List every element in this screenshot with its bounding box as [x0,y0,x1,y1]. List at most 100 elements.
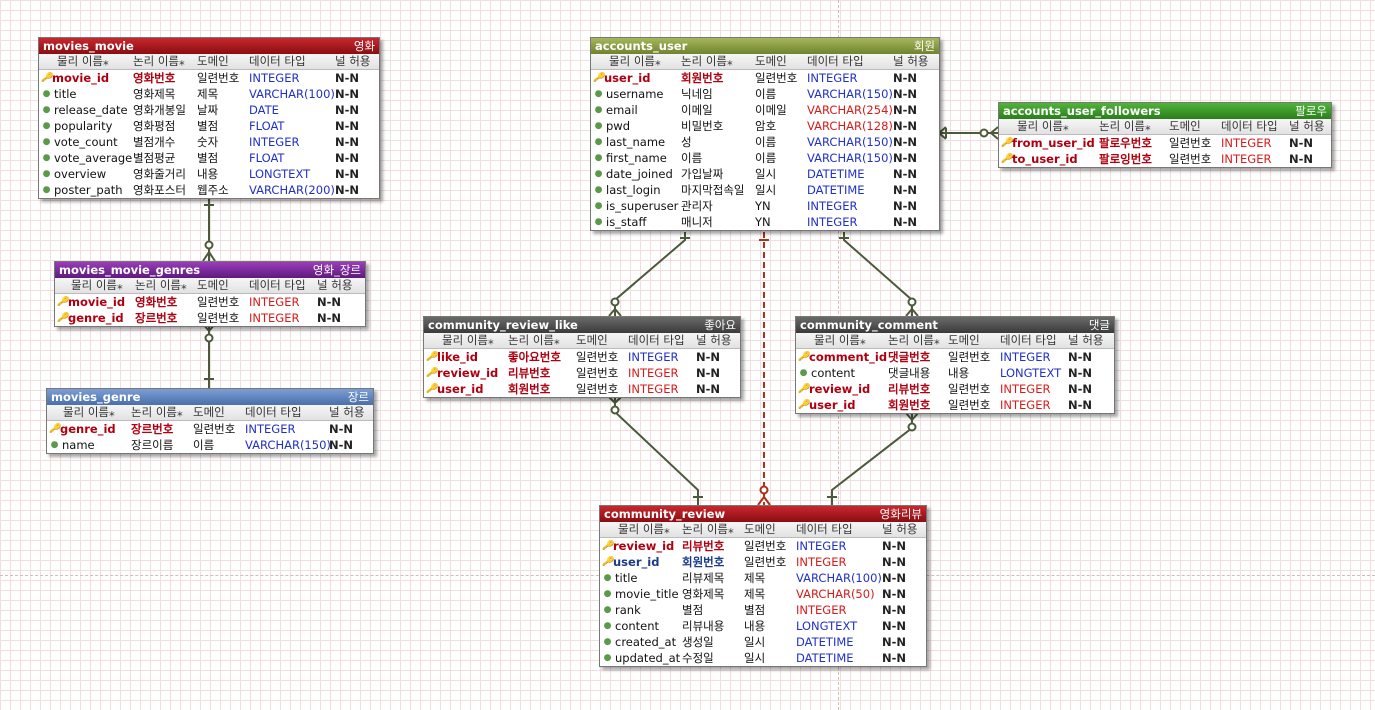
primary-foreign-key-icon: 🔑 [1001,154,1013,164]
attribute-icon: ● [50,440,59,450]
column-header-logical: 논리 이름⁎ [133,54,185,68]
attribute-icon: ● [594,201,603,211]
column-header-domain: 도메인 [744,522,776,536]
column-header-datatype: 데이터 타입 [1221,119,1278,133]
column-header-physical: 물리 이름⁎ [57,54,109,68]
attribute-icon: ● [42,137,51,147]
attribute-icon: ● [603,621,612,631]
attribute-icon: ● [42,153,51,163]
attribute-icon: ● [594,185,603,195]
primary-foreign-key-icon: 🔑 [57,313,69,323]
column-header-domain: 도메인 [1169,119,1201,133]
column-header-physical: 물리 이름⁎ [814,333,866,347]
column-header-physical: 물리 이름⁎ [63,405,115,419]
column-header-physical: 물리 이름⁎ [442,333,494,347]
column-header-row: 물리 이름⁎ 논리 이름⁎ 도메인 데이터 타입 널 허용 [999,119,1331,135]
column-header-nullable: 널 허용 [882,522,918,536]
rel-review-like [614,397,699,505]
column-header-nullable: 널 허용 [335,54,371,68]
attribute-icon: ● [594,89,603,99]
attribute-icon: ● [603,605,612,615]
column-header-nullable: 널 허용 [329,405,365,419]
primary-foreign-key-icon: 🔑 [798,384,810,394]
column-header-nullable: 널 허용 [893,54,929,68]
rel-user-comment [843,232,913,316]
attribute-icon: ● [603,653,612,663]
attribute-icon: ● [42,169,51,179]
column-header-nullable: 널 허용 [1289,119,1325,133]
foreign-key-icon: 🔑 [602,557,614,567]
column-header-row: 물리 이름⁎ 논리 이름⁎ 도메인 데이터 타입 널 허용 [424,333,740,349]
primary-foreign-key-icon: 🔑 [426,368,438,378]
column-header-logical: 논리 이름⁎ [508,333,560,347]
column-header-physical: 물리 이름⁎ [609,54,661,68]
column-header-physical: 물리 이름⁎ [618,522,670,536]
column-header-datatype: 데이터 타입 [628,333,685,347]
attribute-icon: ● [42,121,51,131]
primary-key-icon: 🔑 [593,73,605,83]
column-header-logical: 논리 이름⁎ [135,278,187,292]
column-header-nullable: 널 허용 [317,278,353,292]
attribute-icon: ● [799,368,808,378]
column-header-datatype: 데이터 타입 [807,54,864,68]
primary-foreign-key-icon: 🔑 [57,297,69,307]
column-header-physical: 물리 이름⁎ [71,278,123,292]
column-header-logical: 논리 이름⁎ [1099,119,1151,133]
column-header-datatype: 데이터 타입 [249,54,306,68]
attribute-icon: ● [42,185,51,195]
